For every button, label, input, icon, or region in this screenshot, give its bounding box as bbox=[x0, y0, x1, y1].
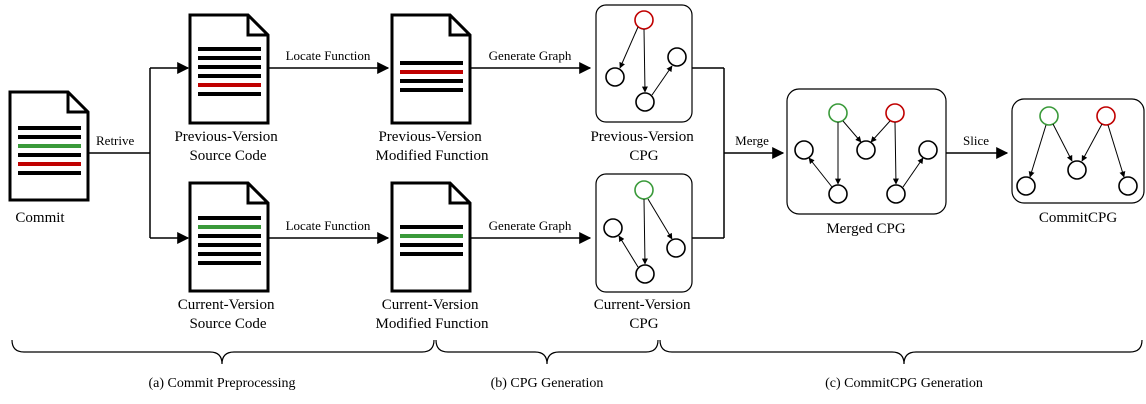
merge-label: Merge bbox=[735, 133, 769, 148]
merge-connector bbox=[692, 67, 785, 239]
section-b-label: (b) CPG Generation bbox=[491, 376, 604, 391]
previous-source-label: Previous-Version Source Code bbox=[174, 129, 281, 164]
previous-source-document-icon bbox=[188, 13, 270, 125]
previous-function-label: Previous-Version Modified Function bbox=[376, 129, 489, 164]
commit-document-icon bbox=[8, 90, 90, 202]
previous-cpg-label: Previous-Version CPG bbox=[590, 129, 697, 164]
previous-cpg-graph bbox=[595, 4, 693, 123]
retrive-label: Retrive bbox=[96, 133, 134, 148]
generate-graph-label-top: Generate Graph bbox=[489, 48, 572, 63]
commit-cpg-label: CommitCPG bbox=[1039, 210, 1118, 226]
merged-cpg-graph bbox=[786, 88, 947, 215]
section-a-label: (a) Commit Preprocessing bbox=[149, 376, 296, 391]
current-cpg-label: Current-Version CPG bbox=[594, 297, 694, 332]
current-cpg-graph bbox=[595, 173, 693, 293]
slice-label: Slice bbox=[963, 133, 989, 148]
current-function-label: Current-Version Modified Function bbox=[376, 297, 489, 332]
brace-cpg-generation bbox=[435, 339, 659, 365]
previous-function-document-icon bbox=[390, 13, 472, 125]
merged-cpg-label: Merged CPG bbox=[826, 221, 905, 237]
current-function-document-icon bbox=[390, 181, 472, 293]
current-source-document-icon bbox=[188, 181, 270, 293]
locate-function-label-bottom: Locate Function bbox=[286, 218, 371, 233]
current-source-label: Current-Version Source Code bbox=[178, 297, 278, 332]
section-c-label: (c) CommitCPG Generation bbox=[825, 376, 983, 391]
retrieve-connector bbox=[88, 62, 190, 244]
commit-label: Commit bbox=[15, 210, 65, 226]
generate-graph-label-bottom: Generate Graph bbox=[489, 218, 572, 233]
brace-commitcpg-generation bbox=[659, 339, 1143, 365]
brace-commit-preprocessing bbox=[11, 339, 435, 365]
commit-cpg-graph bbox=[1011, 98, 1145, 204]
locate-function-label-top: Locate Function bbox=[286, 48, 371, 63]
